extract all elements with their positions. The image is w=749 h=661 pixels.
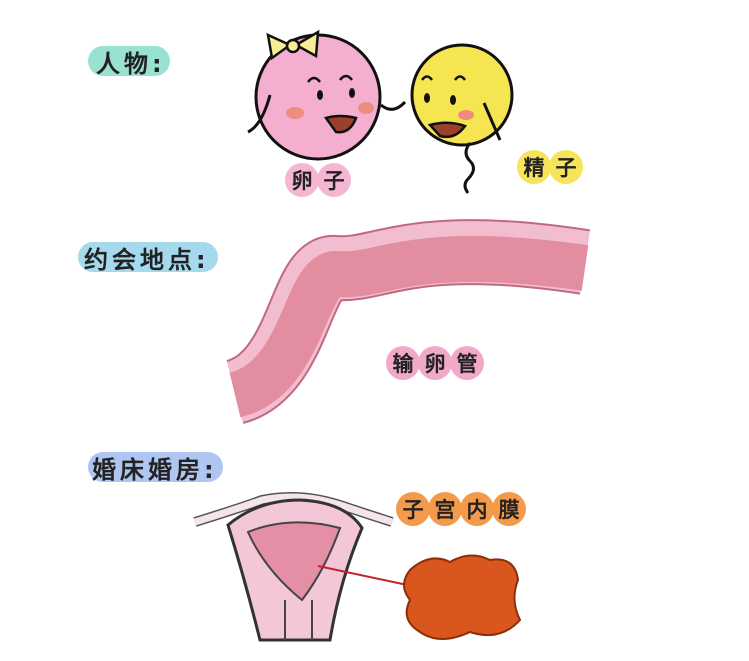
label-char: 精 (517, 150, 551, 184)
label-char: 膜 (492, 492, 526, 526)
endometrium-label: 子 宫 内 膜 (396, 492, 526, 526)
egg-character (247, 29, 407, 161)
endometrium-tissue (403, 554, 522, 640)
bow-icon (266, 29, 320, 61)
label-char: 卵 (285, 163, 319, 197)
label-char: 输 (386, 346, 420, 380)
label-char: 管 (450, 346, 484, 380)
uterus (193, 492, 394, 642)
tube-label: 输 卵 管 (386, 346, 484, 380)
sperm-character (410, 43, 514, 194)
label-char: 卵 (418, 346, 452, 380)
label-char: 内 (460, 492, 494, 526)
highlight (88, 46, 170, 76)
fallopian-tube (223, 219, 591, 424)
wedding-room-title: 婚床婚房: (92, 456, 218, 484)
label-char: 子 (317, 163, 351, 197)
pointer-line (317, 565, 413, 587)
label-char: 宫 (428, 492, 462, 526)
characters-title: 人物: (96, 50, 166, 78)
highlight (78, 242, 218, 272)
highlight (88, 452, 223, 482)
label-char: 子 (549, 150, 583, 184)
egg-label: 卵 子 (285, 163, 351, 197)
meeting-place-title: 约会地点: (84, 246, 210, 274)
label-char: 子 (396, 492, 430, 526)
sperm-label: 精 子 (517, 150, 583, 184)
